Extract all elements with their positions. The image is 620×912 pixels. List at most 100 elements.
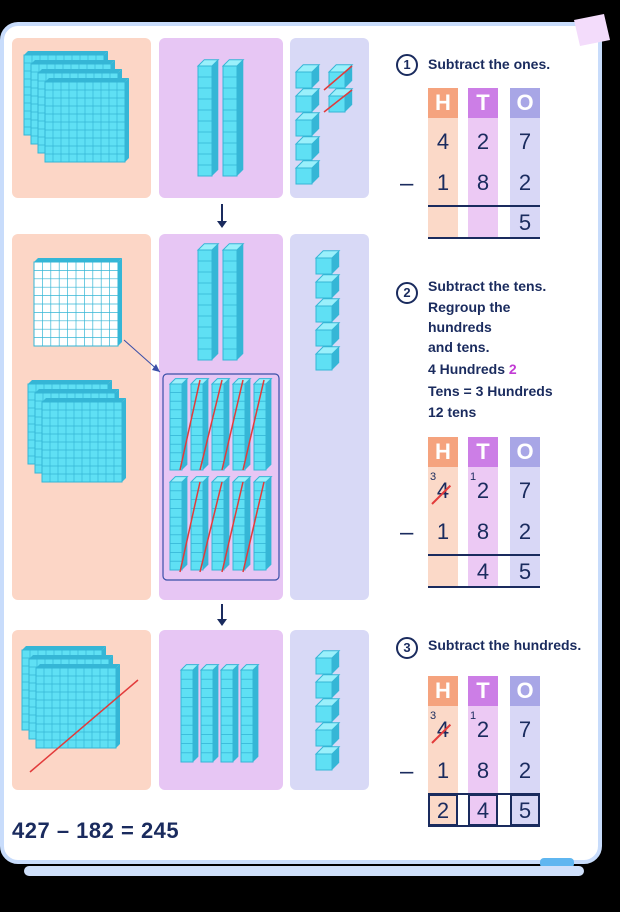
ten-rod [189, 378, 210, 471]
unit-cube [294, 136, 321, 161]
bottom-digit-t: 8 [476, 758, 490, 783]
ten-rod [199, 664, 220, 763]
top-digit-h: 4 [436, 129, 450, 154]
regroup-arrow [123, 339, 161, 373]
regrouped-tens-box [162, 373, 280, 581]
unit-cube [294, 88, 321, 113]
header-h: H [428, 437, 458, 467]
unit-cube [314, 250, 341, 275]
hundred-flat [33, 258, 122, 347]
answer-rule-bottom [428, 825, 540, 827]
cross-out-line [242, 379, 265, 471]
unit-cube [314, 322, 341, 347]
unit-cube [314, 274, 341, 299]
top-digit-o: 7 [518, 717, 532, 742]
unit-cube [294, 112, 321, 137]
header-t: T [468, 88, 498, 118]
cross-out-line [179, 379, 201, 471]
ten-rod [196, 243, 220, 361]
result-digit-t: 4 [476, 798, 490, 823]
flow-arrows [123, 204, 227, 626]
ten-rod [239, 664, 260, 763]
column-o: O 7 2 5 [510, 676, 540, 826]
unit-cube [314, 674, 341, 699]
result-box [510, 794, 540, 826]
cross-out-line [323, 89, 353, 113]
step-1-title: Subtract the ones. [428, 56, 551, 72]
answer-rule-bottom [428, 586, 540, 588]
step-3-title: Subtract the hundreds. [428, 637, 582, 653]
result-digit-h: 2 [436, 798, 450, 823]
down-arrow-head [217, 619, 227, 626]
answer-rule-bottom [428, 237, 540, 239]
step-2-line: Regroup the [428, 299, 511, 315]
regroup-arrow-head [152, 364, 160, 372]
header-o: O [510, 437, 540, 467]
ten-rod [168, 476, 189, 571]
bottom-digit-h: 1 [436, 170, 450, 195]
regroup-note: 4 Hundreds 2 [428, 359, 517, 380]
result-box [428, 794, 458, 826]
corner-decoration-bottom [540, 858, 574, 868]
header-t: T [468, 437, 498, 467]
down-arrow-head [217, 221, 227, 228]
carry-digit-t: 1 [470, 710, 477, 722]
column-h: H412 [428, 676, 458, 826]
regroup-note-a: 4 Hundreds [428, 361, 509, 377]
top-digit-t: 2 [476, 129, 490, 154]
unit-cube [314, 698, 341, 723]
result-digit-o: 5 [518, 559, 532, 584]
unit-cube [294, 64, 321, 89]
cross-out-line [221, 379, 244, 471]
step-2-line: hundreds [428, 319, 492, 335]
bottom-digit-o: 2 [518, 758, 532, 783]
header-h: H [428, 676, 458, 706]
top-digit-t: 2 [476, 717, 490, 742]
unit-cube [314, 346, 341, 371]
ten-rod [221, 59, 245, 177]
top-digit-o: 7 [518, 129, 532, 154]
ten-rod [231, 378, 252, 471]
minus-sign: – [400, 519, 414, 546]
result-digit-t: 4 [476, 559, 490, 584]
ten-rod [168, 378, 189, 471]
header-t: T [468, 676, 498, 706]
cross-out-line [242, 481, 265, 573]
column-t: T 2 8 4 [468, 676, 498, 826]
result-digit-o: 5 [518, 798, 532, 823]
unit-cube [314, 722, 341, 747]
regroup-note-c: 12 tens [428, 404, 477, 420]
ones-panel [290, 234, 369, 600]
ten-rod [196, 59, 220, 177]
bottom-bar [24, 866, 584, 876]
ten-rod [189, 476, 210, 571]
cross-out-line [199, 379, 223, 471]
base-ten-blocks [21, 51, 354, 773]
tens-panel [159, 38, 283, 198]
top-digit-o: 7 [518, 478, 532, 503]
bottom-digit-h: 1 [436, 519, 450, 544]
carry-digit-h: 3 [430, 471, 437, 483]
result-box [468, 794, 498, 826]
header-o: O [510, 676, 540, 706]
unit-cube [294, 160, 321, 185]
ten-rod [252, 476, 273, 571]
step-3-number: 3 [396, 637, 418, 659]
bottom-digit-t: 8 [476, 170, 490, 195]
step-2-title: Subtract the tens. [428, 278, 547, 294]
ten-rod [210, 378, 231, 471]
hundred-flat [35, 664, 120, 749]
cross-out-line [29, 679, 139, 773]
answer-rule [428, 554, 540, 556]
column-t: T 2 8 [468, 88, 498, 238]
step-2-number: 2 [396, 282, 418, 304]
ten-rod [252, 378, 273, 471]
carry-digit-h: 3 [430, 710, 437, 722]
regroup-note-highlight: 2 [508, 361, 517, 377]
bottom-digit-o: 2 [518, 170, 532, 195]
